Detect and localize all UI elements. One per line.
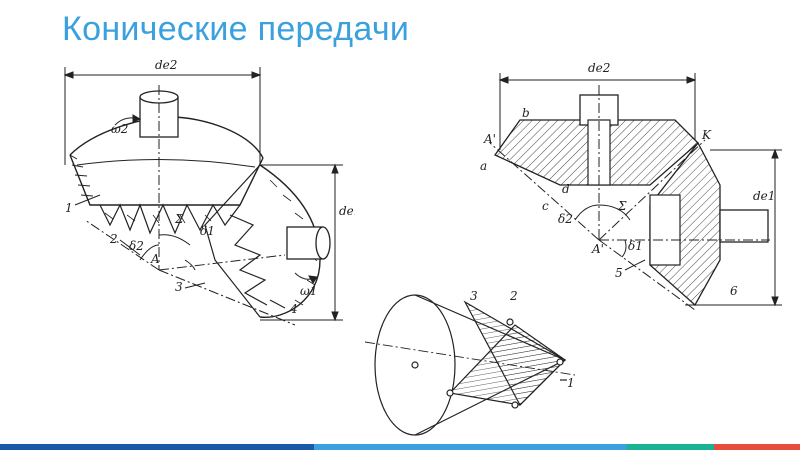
- apex-A-prime-label: A': [591, 242, 604, 256]
- callout-3: 3: [175, 280, 183, 294]
- slide-title: Конические передачи: [62, 10, 410, 48]
- omega1-label: ω1: [300, 284, 317, 298]
- delta1-label: δ1: [200, 224, 215, 238]
- dimension-de2-label: de2: [155, 58, 177, 72]
- callout-1: 1: [567, 376, 575, 390]
- delta2-label: δ2: [558, 212, 573, 226]
- omega2-label: ω2: [111, 122, 128, 136]
- pitch-cones-figure: 3 2 1: [364, 289, 576, 436]
- bevel-gear-section-figure: de2 de1 b A' a K c d Σ δ2 δ1 A' 5 6: [480, 61, 782, 311]
- bevel-gear-pair-figure: de2 de1 ω2 ω1 Σ δ1 δ2 A 1 2 3 4: [63, 58, 355, 326]
- delta1-label: δ1: [628, 239, 643, 253]
- sigma-label: Σ: [617, 199, 627, 213]
- point-A-prime-label: A': [483, 132, 496, 146]
- point-c-label: c: [542, 199, 549, 213]
- dimension-de1-label: de1: [753, 189, 775, 203]
- point-d-label: d: [562, 182, 570, 196]
- stripe-segment: [713, 444, 800, 450]
- callout-4: 4: [289, 302, 298, 316]
- callout-2: 2: [509, 289, 518, 303]
- stripe-segment: [313, 444, 628, 450]
- point-K-label: K: [701, 128, 712, 142]
- dimension-de2-label: de2: [588, 61, 610, 75]
- footer-color-stripe: [0, 444, 800, 450]
- callout-3: 3: [470, 289, 478, 303]
- stripe-segment: [627, 444, 714, 450]
- callout-2: 2: [109, 232, 118, 246]
- delta2-label: δ2: [129, 239, 144, 253]
- sigma-label: Σ: [174, 212, 184, 226]
- callout-6: 6: [730, 284, 738, 298]
- callout-5: 5: [615, 266, 623, 280]
- point-a-label: a: [480, 159, 487, 173]
- dimension-de1-label: de1: [339, 204, 355, 218]
- point-b-label: b: [522, 106, 530, 120]
- apex-A-label: A: [150, 252, 160, 266]
- stripe-segment: [0, 444, 314, 450]
- callout-1: 1: [65, 201, 73, 215]
